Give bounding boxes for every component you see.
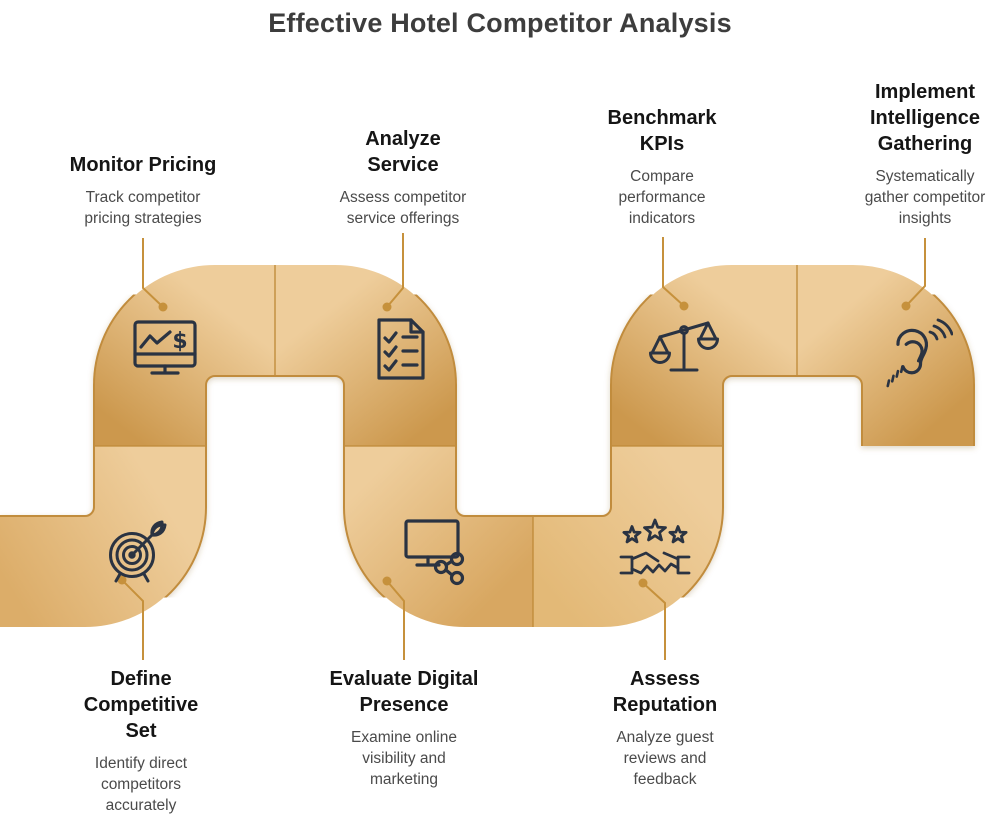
step-heading: Define Competitive Set bbox=[83, 668, 199, 742]
step-heading: Benchmark KPIs bbox=[607, 107, 717, 155]
step-description: Compare performance indicators bbox=[618, 168, 706, 227]
ribbon-segment-kpis bbox=[612, 265, 797, 446]
connector-analyze-service bbox=[386, 233, 404, 308]
digital-network-icon bbox=[404, 519, 465, 586]
step-assess-reputation: Assess Reputation Analyze guest reviews … bbox=[565, 666, 765, 790]
step-description: Assess competitor service offerings bbox=[339, 189, 467, 227]
stars-handshake-icon bbox=[619, 518, 691, 575]
step-monitor-pricing: Monitor Pricing Track competitor pricing… bbox=[43, 152, 243, 229]
step-heading: Analyze Service bbox=[365, 128, 441, 176]
balance-scale-icon bbox=[649, 321, 719, 372]
step-analyze-service: Analyze Service Assess competitor servic… bbox=[303, 126, 503, 229]
step-heading: Assess Reputation bbox=[612, 668, 718, 716]
listening-ear-icon bbox=[886, 318, 953, 388]
label-connectors bbox=[121, 233, 926, 660]
step-description: Examine online visibility and marketing bbox=[351, 729, 457, 788]
step-heading: Implement Intelligence Gathering bbox=[869, 81, 981, 155]
step-description: Track competitor pricing strategies bbox=[84, 189, 202, 227]
step-benchmark-kpis: Benchmark KPIs Compare performance indic… bbox=[562, 105, 762, 229]
svg-text:$: $ bbox=[172, 329, 187, 354]
connector-benchmark-kpis bbox=[662, 237, 685, 307]
ribbon-segment-pricing bbox=[95, 265, 275, 446]
connector-define-set bbox=[121, 579, 144, 660]
connector-monitor-pricing bbox=[142, 238, 164, 308]
connector-dots bbox=[117, 301, 911, 588]
step-implement-intelligence-gathering: Implement Intelligence Gathering Systema… bbox=[830, 79, 1000, 229]
connector-assess-reputation bbox=[642, 582, 666, 660]
step-heading: Monitor Pricing bbox=[69, 154, 217, 176]
step-description: Identify direct competitors accurately bbox=[94, 755, 188, 814]
connector-evaluate-digital bbox=[386, 580, 405, 660]
step-define-competitive-set: Define Competitive Set Identify direct c… bbox=[41, 666, 241, 816]
step-heading: Evaluate Digital Presence bbox=[329, 668, 479, 716]
step-description: Analyze guest reviews and feedback bbox=[616, 729, 714, 788]
step-evaluate-digital-presence: Evaluate Digital Presence Examine online… bbox=[304, 666, 504, 790]
page-title: Effective Hotel Competitor Analysis bbox=[268, 8, 732, 38]
connector-implement-intel bbox=[905, 238, 926, 307]
segment-dividers bbox=[95, 265, 798, 627]
pricing-monitor-icon: $ bbox=[133, 320, 197, 375]
target-icon bbox=[109, 520, 167, 583]
step-description: Systematically gather competitor insight… bbox=[864, 168, 986, 227]
checklist-icon bbox=[377, 318, 425, 380]
